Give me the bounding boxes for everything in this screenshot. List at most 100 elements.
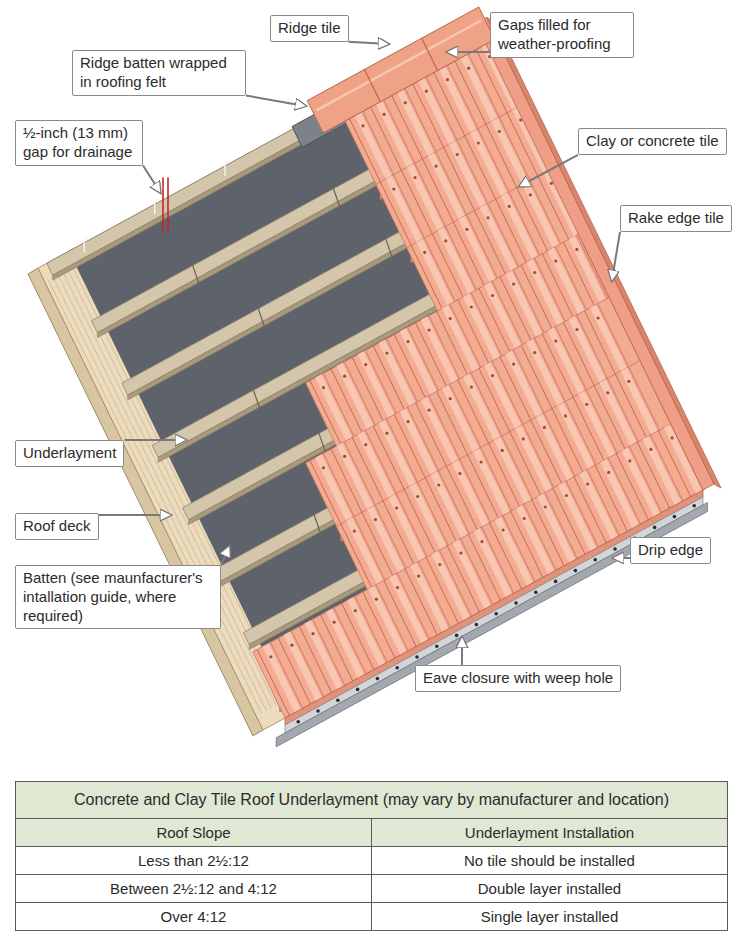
- tile-joint: [517, 188, 552, 260]
- callout-box: Gaps filled for weather-proofing: [490, 12, 634, 58]
- table-row: Roof Slope Underlayment Installation: [16, 818, 727, 846]
- weep-hole: [395, 666, 399, 670]
- leader-line: [99, 514, 171, 516]
- table-row: Between 2½:12 and 4:12 Double layer inst…: [16, 874, 727, 902]
- weep-hole: [514, 601, 518, 605]
- tile-joint: [413, 84, 448, 156]
- tile-joint: [432, 234, 467, 306]
- tile-joint: [426, 557, 458, 623]
- rake-edge-tile: [476, 17, 714, 490]
- tile-joint: [411, 245, 446, 317]
- tile-joint: [573, 397, 608, 469]
- tile-joint: [350, 119, 385, 191]
- nail-hole: [375, 598, 378, 601]
- tile-joint: [383, 501, 418, 573]
- nail-hole: [290, 644, 293, 647]
- weep-hole: [673, 515, 677, 519]
- tile-joint: [521, 345, 556, 417]
- table-cell: No tile should be installed: [371, 847, 727, 874]
- callout-text: Eave closure with weep hole: [423, 669, 613, 688]
- batten-joint: [386, 239, 392, 256]
- tile-joint: [479, 368, 514, 440]
- nail-hole: [671, 436, 674, 439]
- callout-text: Underlayment: [23, 444, 116, 463]
- tile-joint: [371, 107, 406, 179]
- callout-text: Drip edge: [638, 541, 703, 560]
- callout-text: Ridge batten wrapped in roofing felt: [80, 54, 238, 92]
- table-cell: Less than 2½:12: [16, 847, 371, 874]
- tile-joint: [510, 432, 545, 504]
- nail-hole: [529, 193, 532, 196]
- nail-hole: [343, 455, 346, 458]
- callout-text: ½-inch (13 mm) gap for drainage: [23, 124, 135, 162]
- nail-hole: [564, 414, 567, 417]
- nail-hole: [364, 363, 367, 366]
- tile-joint: [585, 311, 620, 383]
- table-title: Concrete and Clay Tile Roof Underlayment…: [16, 782, 727, 818]
- tile-joint: [395, 415, 430, 487]
- weep-hole: [593, 558, 597, 562]
- tile-joint: [521, 265, 556, 337]
- nail-hole: [585, 403, 588, 406]
- tile-joint: [458, 300, 493, 372]
- callout-box: Ridge tile: [270, 15, 349, 42]
- tile-joint: [446, 466, 481, 538]
- nail-hole: [470, 386, 473, 389]
- table-row: Less than 2½:12 No tile should be instal…: [16, 846, 727, 874]
- tile-joint: [468, 455, 503, 527]
- nail-hole: [550, 182, 553, 185]
- tile-joint: [257, 650, 289, 716]
- nail-hole: [385, 432, 388, 435]
- tile-joint: [574, 477, 606, 543]
- batten-joint: [334, 189, 340, 206]
- nail-hole: [395, 506, 398, 509]
- nail-hole: [437, 483, 440, 486]
- tile-joint: [363, 592, 395, 658]
- nail-hole: [470, 305, 473, 308]
- weep-hole: [692, 504, 696, 508]
- nail-hole: [554, 259, 557, 262]
- tile-joint: [500, 357, 535, 429]
- nail-hole: [423, 251, 426, 254]
- nail-hole: [522, 437, 525, 440]
- weep-hole: [296, 720, 300, 724]
- tile-joint: [423, 159, 458, 231]
- tile-joint: [500, 277, 535, 349]
- tile-shadow: [429, 396, 464, 468]
- leader-line: [246, 96, 305, 107]
- weep-hole: [613, 547, 617, 551]
- tile-joint: [437, 311, 472, 383]
- nail-hole: [597, 316, 600, 319]
- tile-joint: [331, 449, 366, 521]
- tile-shadow: [534, 338, 569, 410]
- callout-box: ½-inch (13 mm) gap for drainage: [15, 120, 143, 166]
- tile-joint: [362, 512, 397, 584]
- tile-shadow: [323, 453, 358, 525]
- nail-hole: [396, 586, 399, 589]
- weep-hole: [534, 590, 538, 594]
- tile-joint: [425, 478, 460, 550]
- tile-joint: [384, 580, 416, 646]
- tile-joint: [416, 403, 451, 475]
- tile-joint: [373, 426, 408, 498]
- nail-hole: [502, 528, 505, 531]
- tile-joint: [594, 386, 629, 458]
- leader-line: [448, 51, 490, 53]
- callout-box: Roof deck: [15, 513, 99, 540]
- tile-joint: [331, 369, 366, 441]
- weep-hole: [415, 655, 419, 659]
- tile-joint: [496, 199, 531, 271]
- callout-text: Rake edge tile: [628, 209, 724, 228]
- tile-joint: [310, 381, 345, 453]
- eave-closure: [285, 497, 703, 733]
- nail-hole: [413, 176, 416, 179]
- callout-box: Underlayment: [15, 440, 124, 467]
- nail-hole: [404, 101, 407, 104]
- nail-hole: [554, 340, 557, 343]
- weep-hole: [554, 580, 558, 584]
- nail-hole: [425, 90, 428, 93]
- tile-joint: [489, 443, 524, 515]
- nail-hole: [333, 621, 336, 624]
- rake-edge-face: [487, 17, 721, 488]
- batten-joint: [193, 266, 199, 283]
